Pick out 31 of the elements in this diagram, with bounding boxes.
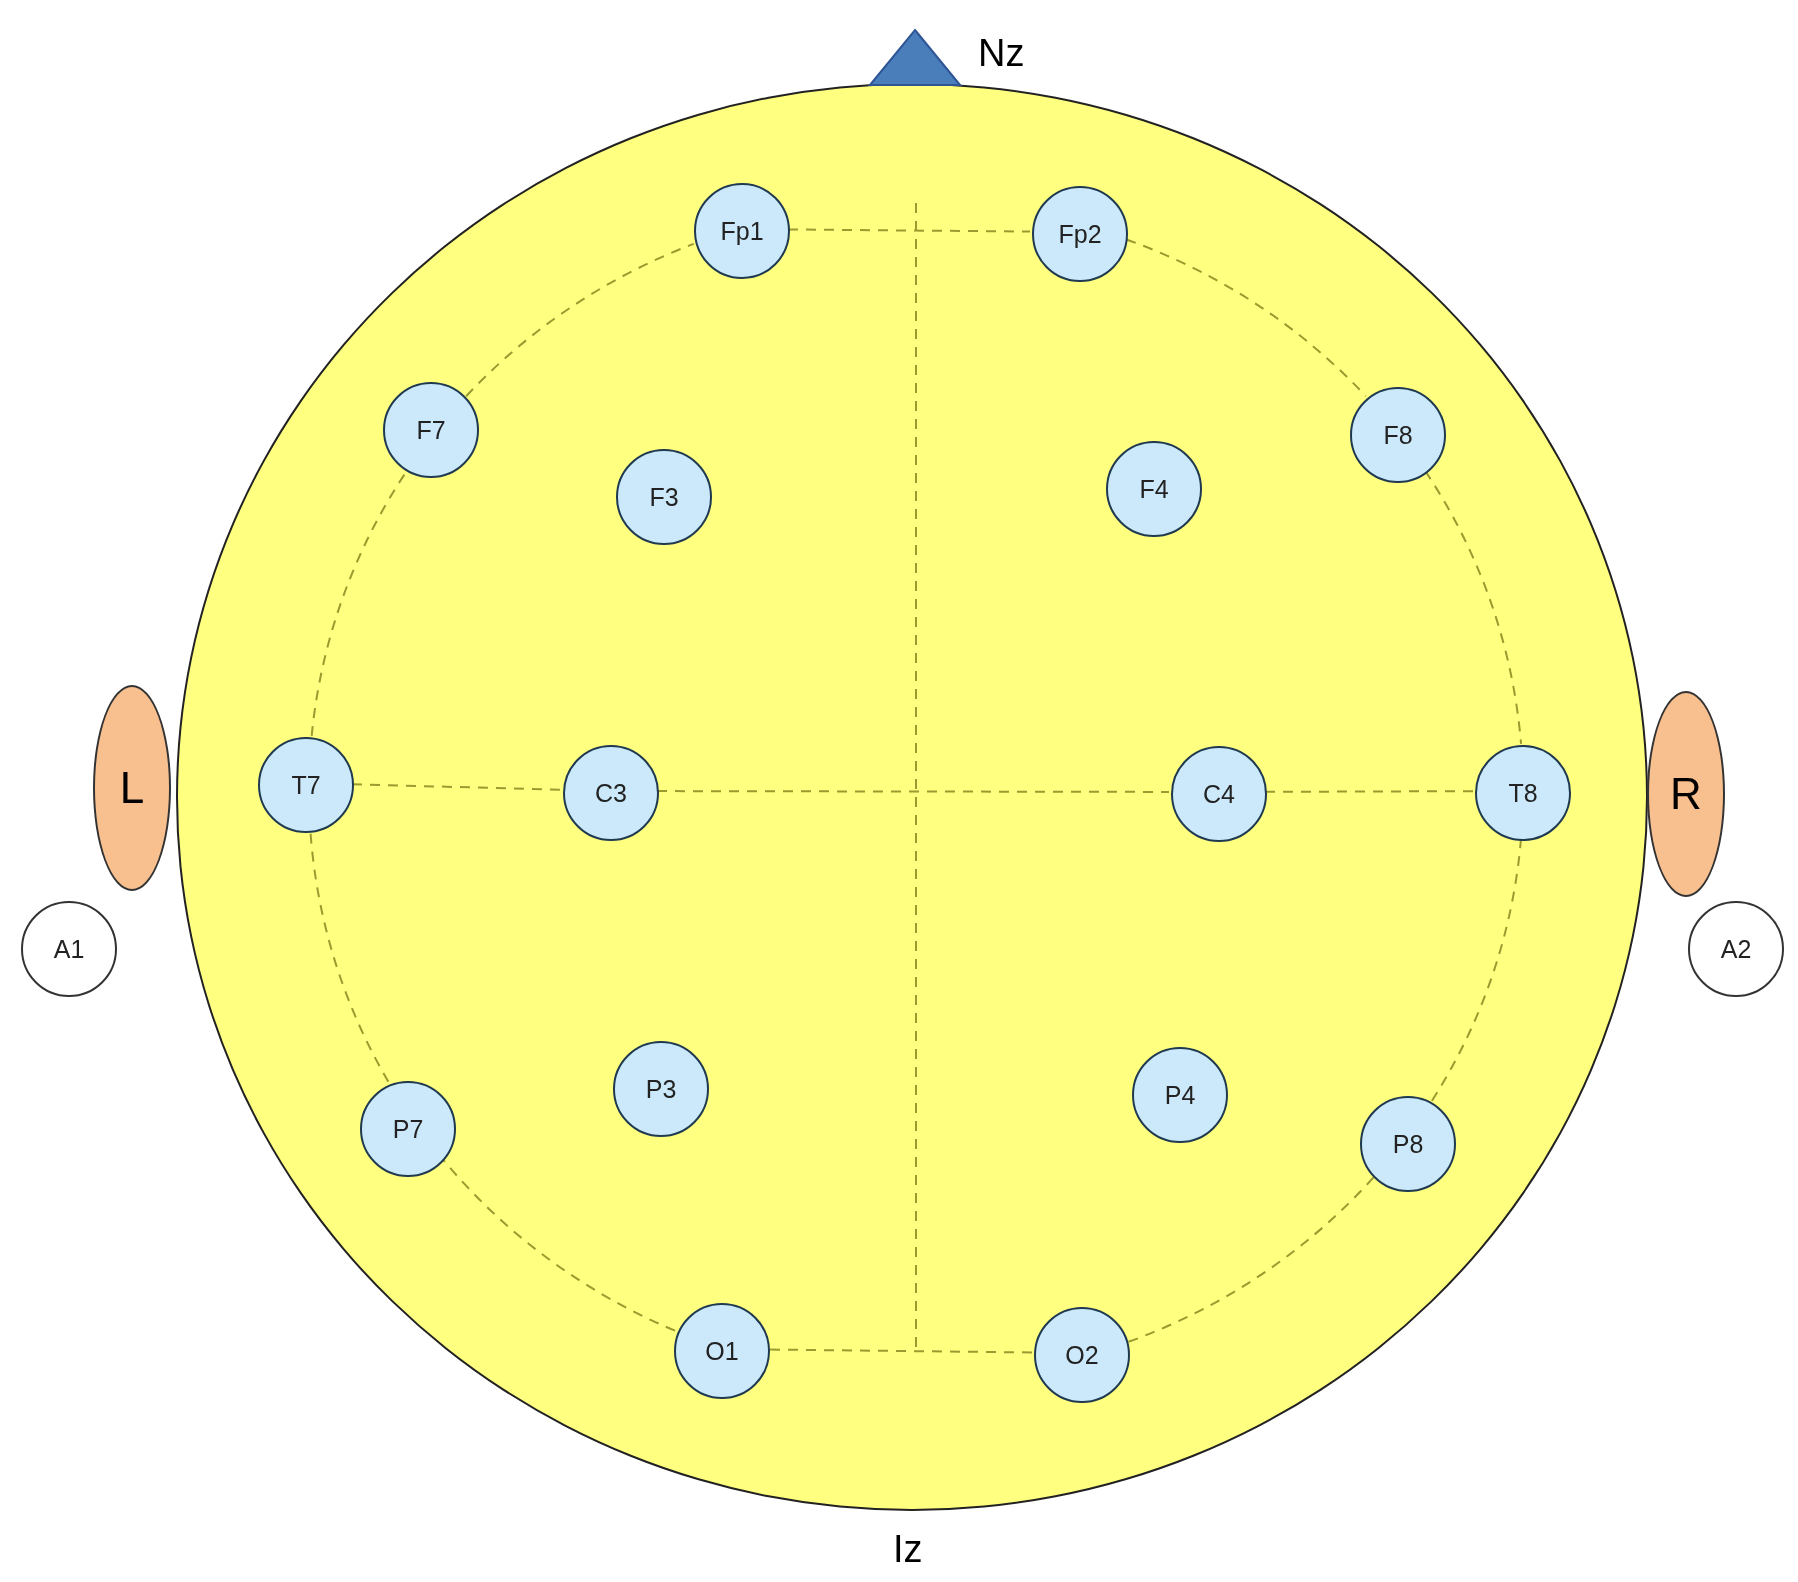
electrode-label: T8 — [1508, 780, 1538, 806]
connector-line — [465, 242, 695, 398]
electrode-label: P3 — [645, 1076, 677, 1102]
electrode-label: O2 — [1065, 1342, 1099, 1368]
connector-line — [1126, 1176, 1375, 1344]
electrode-label: C4 — [1203, 781, 1235, 807]
electrode-label: T7 — [291, 772, 321, 798]
ear-label: R — [1670, 772, 1702, 816]
electrode-label: Fp1 — [720, 218, 764, 244]
electrode-label: P4 — [1164, 1082, 1196, 1108]
ear-label: L — [119, 766, 145, 810]
electrode-label: A1 — [53, 936, 85, 962]
electrode-label: Fp2 — [1058, 221, 1102, 247]
electrode-label: F8 — [1383, 422, 1413, 448]
electrode-label: P8 — [1392, 1131, 1424, 1157]
electrode-label: P7 — [392, 1116, 424, 1142]
connector-line — [1264, 790, 1474, 793]
connector-line — [1125, 238, 1367, 398]
electrode-label: F3 — [649, 484, 679, 510]
connector-line — [351, 783, 562, 791]
connector-line — [656, 790, 1170, 793]
landmark-label: Iz — [893, 1530, 923, 1568]
electrode-label: A2 — [1720, 936, 1752, 962]
connector-line — [767, 1348, 1033, 1354]
electrode-label: O1 — [705, 1338, 739, 1364]
landmark-label: Nz — [978, 34, 1025, 72]
connector-line — [787, 228, 1031, 233]
electrode-label: C3 — [595, 780, 627, 806]
electrode-label: F4 — [1139, 476, 1169, 502]
connector-line — [442, 1158, 676, 1332]
electrode-label: F7 — [416, 417, 446, 443]
